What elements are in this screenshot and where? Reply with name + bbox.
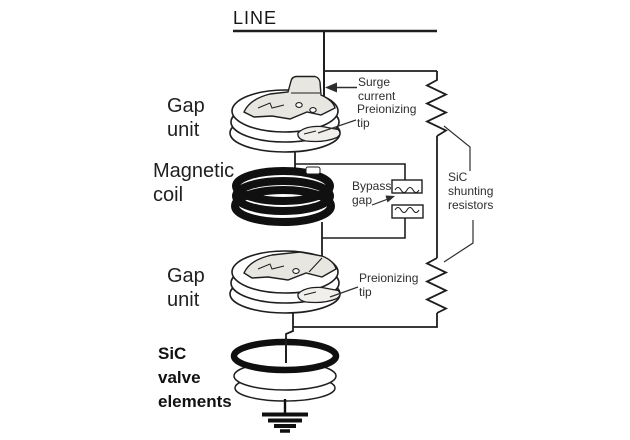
gap2-preionizing-tip (297, 286, 341, 304)
sic-resistor-lower-icon (424, 257, 449, 314)
sic-valve-elements-drawing (230, 338, 340, 402)
sic-valve-elements-label: SiC valve elements (158, 344, 232, 411)
gap2-plate-hole (292, 268, 300, 274)
gap1-top-plate (243, 75, 336, 120)
bypass-gap-annotation: Bypass gap (352, 179, 392, 207)
bypass-gap-circuit (371, 179, 424, 219)
surge-current-annotation: Surge current (358, 75, 396, 103)
gap-unit-top-label: Gap unit (167, 95, 205, 141)
gap-unit-bottom-label: Gap unit (167, 265, 205, 311)
bypass-loop-top-wire (295, 163, 406, 180)
gap1-plate-hole (295, 102, 303, 108)
resistor-branch-return-wire (293, 313, 438, 328)
bypass-gap-arrow-line (371, 198, 389, 206)
bypass-gap-arrowhead-icon (385, 195, 395, 203)
spark-gap-upper-wavy-edge (394, 186, 420, 194)
magnetic-coil-drawing (231, 166, 335, 226)
spark-gap-lower-wavy-edge (394, 206, 420, 214)
leader-lines (317, 86, 474, 298)
shunting-resistors-upper-leader (443, 125, 471, 171)
gap-unit-bottom-drawing (229, 250, 341, 314)
preionizing-top-leader (317, 119, 357, 134)
sic-resistor-upper-icon (424, 71, 449, 137)
gap1-preionizing-tip (297, 125, 341, 143)
bypass-loop-bottom-wire (322, 218, 406, 239)
preionizing-tip-bottom-annotation: Preionizing tip (359, 271, 419, 299)
sic-shunting-resistors-annotation: SiC shunting resistors (448, 170, 494, 212)
spark-gap-upper-electrode-icon (391, 179, 423, 194)
shunting-resistors-lower-leader (443, 220, 474, 263)
circuit-wires (233, 29, 449, 363)
gap2-top-plate (243, 251, 337, 281)
gap1-plate-hole (309, 107, 317, 113)
preionizing-bottom-leader (329, 286, 359, 298)
ground-icon (262, 399, 308, 433)
preionizing-tip-top-annotation: Preionizing tip (357, 102, 417, 130)
surge-current-arrowhead-icon (325, 82, 337, 93)
gap-unit-top-drawing (229, 75, 341, 153)
magnetic-coil-label: Magnetic coil (153, 160, 235, 206)
coil-terminal (305, 166, 321, 175)
line-label: LINE (233, 8, 278, 28)
